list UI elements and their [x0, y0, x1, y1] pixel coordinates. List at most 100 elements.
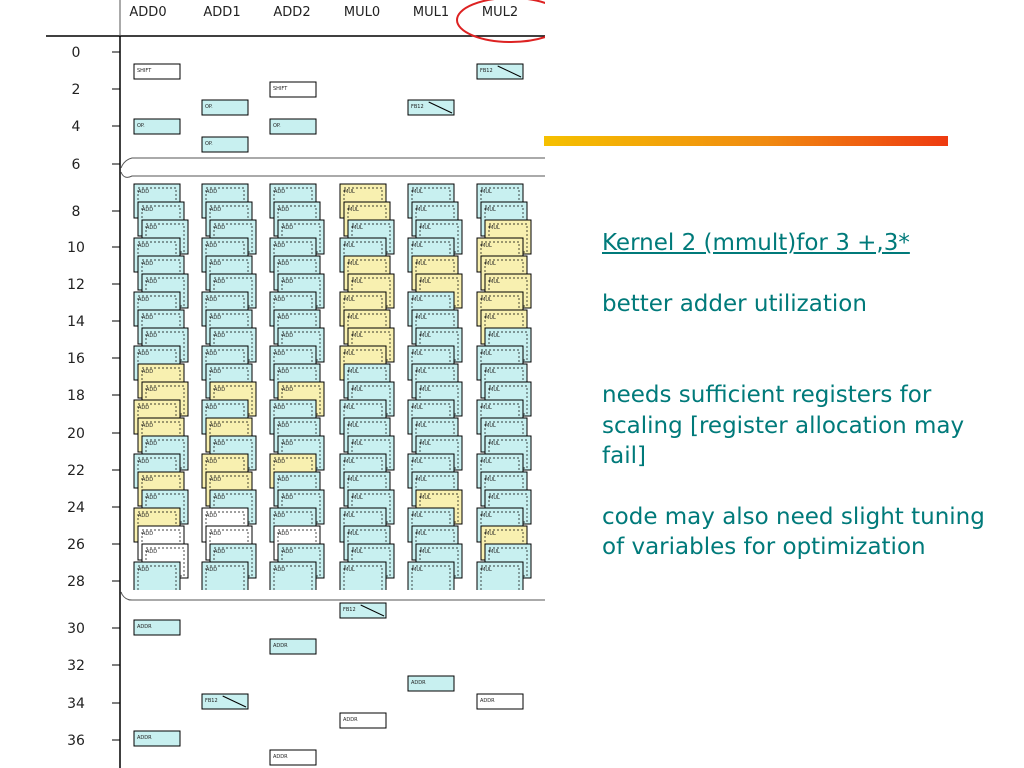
kernel-block-tag: MUL — [420, 333, 431, 339]
kernel-block-tag: ADD — [210, 261, 221, 267]
kernel-block-tag: MUL — [412, 405, 423, 411]
kernel-block-tag: ADD — [138, 513, 149, 519]
kernel-block-tag: MUL — [416, 207, 427, 213]
kernel-block-tag: ADD — [142, 531, 153, 537]
prolog-block-add0 — [133, 63, 181, 80]
epilog-block-add0-tag: ADDR — [137, 624, 152, 630]
load-block-add1 — [201, 99, 249, 116]
kernel-block-tag: ADD — [274, 567, 285, 573]
kernel-block-tag: MUL — [344, 513, 355, 519]
kernel-mask — [122, 590, 545, 600]
kernel-block-tag: MUL — [352, 333, 363, 339]
epilog-block-add2 — [269, 638, 317, 655]
time-label-22: 22 — [67, 463, 85, 479]
kernel-block-tag: ADD — [138, 405, 149, 411]
branch-block-mul0-diagonal — [360, 604, 385, 617]
kernel-block-tag: MUL — [485, 315, 496, 321]
kernel-block-tag: MUL — [485, 477, 496, 483]
kernel-block-tag: ADD — [206, 351, 217, 357]
kernel-block-tag: MUL — [489, 279, 500, 285]
kernel-block-tag: MUL — [481, 351, 492, 357]
kernel-block-tag: MUL — [481, 243, 492, 249]
time-label-4: 4 — [72, 119, 81, 135]
kernel-block-tag: ADD — [214, 225, 225, 231]
kernel-block-tag: MUL — [489, 441, 500, 447]
time-label-0: 0 — [72, 45, 81, 61]
kernel-block-tag: ADD — [142, 315, 153, 321]
kernel-block-tag: MUL — [481, 405, 492, 411]
branch-block-mul1-diagonal — [428, 101, 453, 114]
unit-header-mul2: MUL2 — [482, 5, 518, 20]
epilog-block-add0b-tag: ADDR — [137, 735, 152, 741]
kernel-block-tag: ADD — [278, 369, 289, 375]
kernel-block-tag: ADD — [214, 441, 225, 447]
load-block-add1b — [201, 136, 249, 153]
kernel-block-tag: MUL — [352, 279, 363, 285]
kernel-block-tag: ADD — [274, 459, 285, 465]
epilog-block-add0 — [133, 619, 181, 636]
kernel-block-tag: MUL — [420, 279, 431, 285]
kernel-block-tag: ADD — [210, 531, 221, 537]
kernel-block-tag: ADD — [206, 459, 217, 465]
kernel-block-tag: MUL — [344, 189, 355, 195]
kernel-block-tag: ADD — [206, 243, 217, 249]
kernel-block-tag: MUL — [412, 243, 423, 249]
kernel-block-tag: MUL — [420, 549, 431, 555]
kernel-block-tag: MUL — [416, 531, 427, 537]
kernel-block-tag: ADD — [146, 441, 157, 447]
kernel-block-tag: MUL — [348, 369, 359, 375]
kernel-block-tag: ADD — [210, 315, 221, 321]
kernel-block-tag: MUL — [481, 459, 492, 465]
time-label-12: 12 — [67, 277, 85, 293]
kernel-block-tag: MUL — [481, 567, 492, 573]
branch-block-mul0-tag: FB12 — [343, 607, 356, 613]
kernel-block-tag: ADD — [214, 333, 225, 339]
unit-header-add2: ADD2 — [273, 5, 310, 20]
epilog-block-add2-tag: ADDR — [273, 643, 288, 649]
kernel-block-tag: ADD — [278, 207, 289, 213]
kernel-block-tag: ADD — [146, 387, 157, 393]
time-label-30: 30 — [67, 621, 85, 637]
kernel-block-tag: ADD — [282, 441, 293, 447]
kernel-block-tag: ADD — [142, 207, 153, 213]
kernel-block-tag: MUL — [344, 351, 355, 357]
time-label-26: 26 — [67, 537, 85, 553]
kernel-block-tag: ADD — [206, 513, 217, 519]
kernel-block-tag: MUL — [416, 477, 427, 483]
unit-header-add1: ADD1 — [203, 5, 240, 20]
time-label-2: 2 — [72, 82, 81, 98]
kernel-block-tag: ADD — [138, 243, 149, 249]
kernel-block-tag: MUL — [348, 531, 359, 537]
kernel-block-tag: ADD — [278, 423, 289, 429]
unit-header-mul0: MUL0 — [344, 5, 380, 20]
kernel-title[interactable]: Kernel 2 (mmult)for 3 +,3* — [602, 230, 910, 256]
kernel-block-tag: ADD — [274, 189, 285, 195]
epilog-block-mul1 — [407, 675, 455, 692]
kernel-top-bracket — [120, 157, 545, 169]
kernel-block-tag: ADD — [142, 477, 153, 483]
kernel-block-tag: MUL — [352, 387, 363, 393]
kernel-block-tag: MUL — [348, 261, 359, 267]
unit-header-mul1: MUL1 — [413, 5, 449, 20]
load-block-add0-tag: OP. — [137, 123, 145, 129]
kernel-block-tag: MUL — [344, 243, 355, 249]
kernel-block-tag: ADD — [142, 423, 153, 429]
load-block-add0 — [133, 118, 181, 135]
time-label-20: 20 — [67, 426, 85, 442]
kernel-block-tag: MUL — [420, 495, 431, 501]
kernel-block-tag: MUL — [348, 423, 359, 429]
kernel-block-tag: ADD — [146, 333, 157, 339]
kernel-block-tag: ADD — [210, 423, 221, 429]
accent-bar — [544, 136, 948, 146]
kernel-block-tag: MUL — [344, 297, 355, 303]
kernel-block-tag: ADD — [142, 261, 153, 267]
kernel-block-tag: MUL — [481, 189, 492, 195]
kernel-block-tag: MUL — [348, 207, 359, 213]
epilog-block-mul2 — [476, 693, 524, 710]
load-block-add1b-tag: OP. — [205, 141, 213, 147]
kernel-block-tag: MUL — [348, 315, 359, 321]
kernel-block-tag: ADD — [274, 513, 285, 519]
kernel-block-tag: ADD — [206, 189, 217, 195]
kernel-bottom-line — [120, 591, 545, 601]
kernel-block-tag: MUL — [352, 441, 363, 447]
